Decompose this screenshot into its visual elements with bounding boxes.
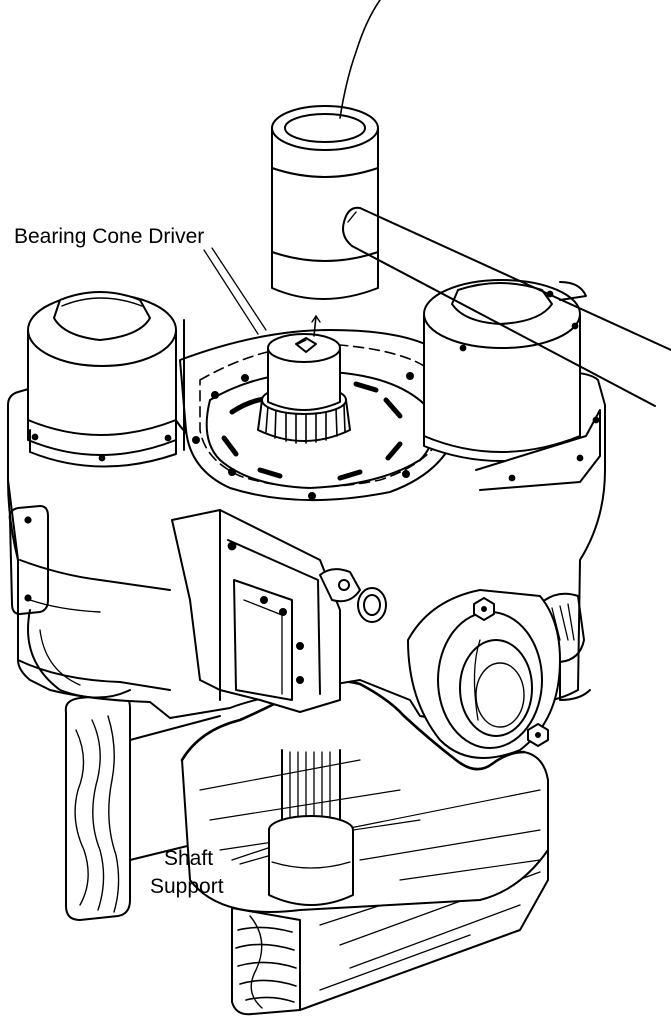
wood-block-upper <box>66 694 220 920</box>
right-cap <box>424 280 600 490</box>
bearing-cone-driver-label: Bearing Cone Driver <box>14 225 205 248</box>
left-cap <box>28 292 184 467</box>
shaft-support-label-line1: Shaft <box>164 847 214 870</box>
bearing-cone-driver <box>258 334 350 443</box>
mallet <box>272 0 671 406</box>
shaft-support-label-line2: Support <box>150 875 224 898</box>
shaft-support <box>269 750 353 905</box>
leader-lines <box>204 248 320 864</box>
